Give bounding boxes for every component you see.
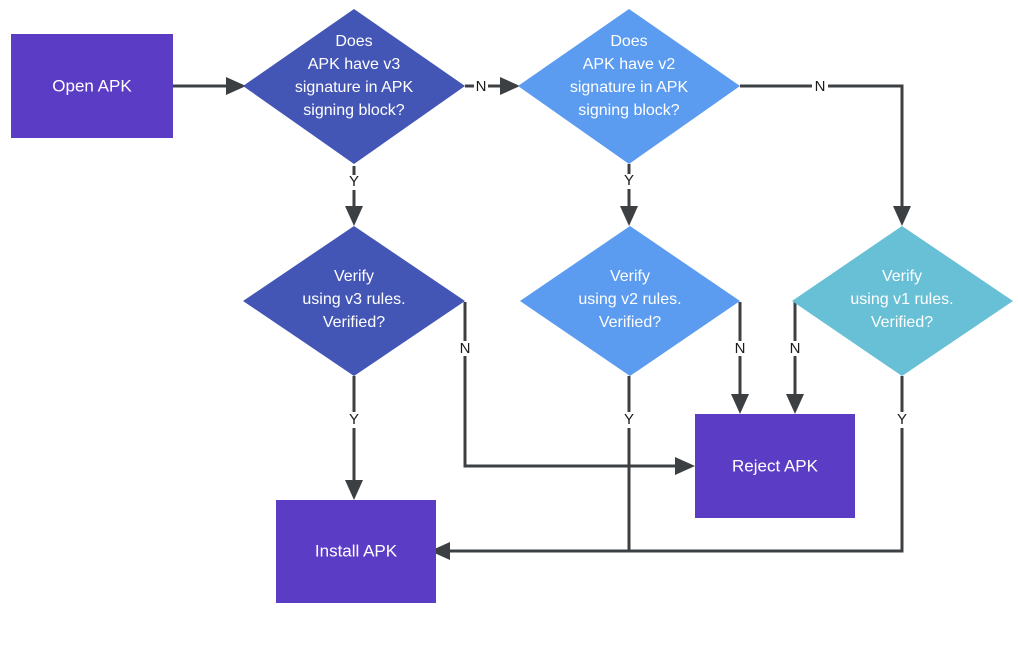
arrow-head-icon (731, 394, 749, 414)
arrow-head-icon (345, 480, 363, 500)
arrow-head-icon (786, 394, 804, 414)
arrow-head-icon (430, 542, 450, 560)
node-install-apk[interactable]: Install APK (276, 500, 436, 603)
arrow-head-icon (226, 77, 246, 95)
node-shape-rect (276, 500, 436, 603)
edge-verify-v2-yes-to-install: Y (624, 376, 634, 551)
arrow-head-icon (893, 206, 911, 226)
edge-label-v3-no: N (476, 78, 487, 95)
edge-label-verify-v3-no: N (460, 340, 471, 357)
node-shape-diamond (520, 226, 740, 376)
edge-verify-v1-no-to-reject: N (786, 302, 804, 414)
edge-verify-v1-yes-to-install: Y (430, 376, 907, 560)
node-reject-apk[interactable]: Reject APK (695, 414, 855, 518)
arrow-head-icon (620, 206, 638, 226)
node-shape-diamond (243, 226, 465, 376)
edge-v2-no-to-verify-v1: N (740, 78, 911, 226)
edge-line (444, 428, 904, 553)
edge-verify-v3-yes-to-install: Y (345, 376, 363, 500)
edge-label-v3-yes: Y (349, 173, 359, 190)
edge-label-verify-v1-no: N (790, 340, 801, 357)
node-verify-v1[interactable]: Verify using v1 rules. Verified? (792, 226, 1013, 376)
edge-label-verify-v2-yes: Y (624, 411, 634, 428)
node-has-v2-signature[interactable]: Does APK have v2 signature in APK signin… (518, 9, 740, 164)
edge-layer: has v2 --> N verify v3 --> Y verify v1 (… (173, 77, 911, 560)
edge-verify-v2-no-to-reject: N (731, 302, 749, 414)
edge-label-v2-yes: Y (624, 172, 634, 189)
node-shape-rect (11, 34, 173, 138)
node-shape-diamond (243, 9, 465, 164)
edge-label-verify-v2-no: N (735, 340, 746, 357)
edge-v3-no-to-v2: N (465, 77, 520, 95)
edge-line (463, 356, 681, 468)
node-shape-rect (695, 414, 855, 518)
arrow-head-icon (675, 457, 695, 475)
edge-v2-yes-to-verify-v2: Y (620, 164, 638, 226)
edge-line (828, 84, 904, 212)
node-shape-diamond (518, 9, 740, 164)
node-has-v3-signature[interactable]: Does APK have v3 signature in APK signin… (243, 9, 465, 164)
edge-v3-yes-to-verify-v3: Y (345, 166, 363, 226)
arrow-head-icon (500, 77, 520, 95)
arrow-head-icon (345, 206, 363, 226)
edge-label-verify-v3-yes: Y (349, 411, 359, 428)
edge-label-verify-v1-yes: Y (897, 411, 907, 428)
edge-verify-v3-no-to-reject: N (460, 302, 695, 475)
node-shape-diamond (792, 226, 1013, 376)
edge-label-v2-no: N (815, 78, 826, 95)
edge-open-to-v3 (173, 77, 246, 95)
node-verify-v3[interactable]: Verify using v3 rules. Verified? (243, 226, 465, 376)
node-verify-v2[interactable]: Verify using v2 rules. Verified? (520, 226, 740, 376)
node-open-apk[interactable]: Open APK (11, 34, 173, 138)
